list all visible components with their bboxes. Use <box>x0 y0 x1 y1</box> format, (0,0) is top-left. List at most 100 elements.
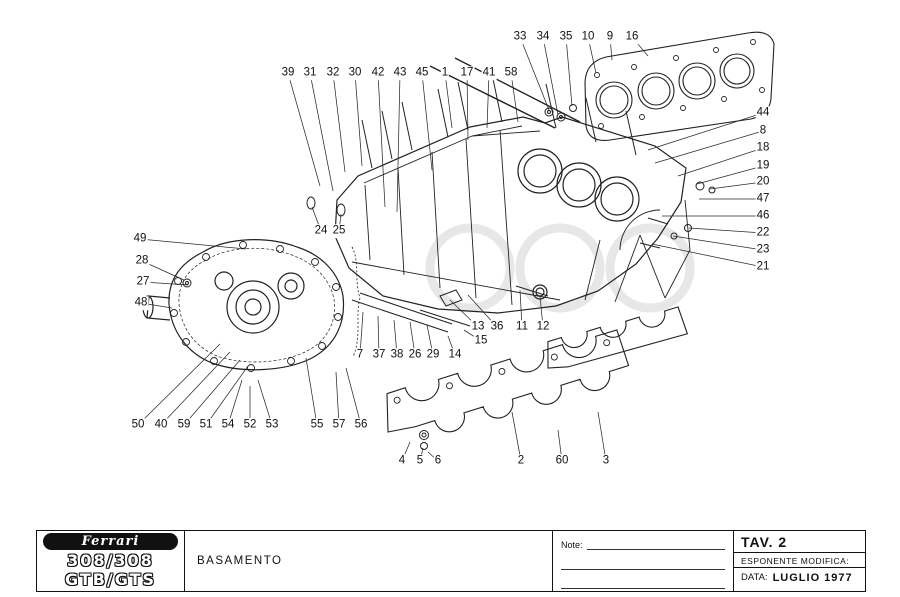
leader-line-42 <box>377 72 386 208</box>
leader-line-58 <box>510 72 519 123</box>
callout-36: 36 <box>489 320 505 334</box>
callout-14: 14 <box>447 348 463 362</box>
callout-19: 19 <box>755 159 771 173</box>
leader-line-22 <box>688 227 764 234</box>
leader-line-49 <box>139 238 247 250</box>
callout-12: 12 <box>535 320 551 334</box>
callout-44: 44 <box>755 106 771 120</box>
callout-51: 51 <box>198 418 214 432</box>
callout-47: 47 <box>755 192 771 206</box>
head-gasket-drawing <box>584 31 775 141</box>
callout-31: 31 <box>302 66 318 80</box>
callout-18: 18 <box>755 141 771 155</box>
crankcase-drawing <box>334 116 691 314</box>
leader-line-50 <box>137 343 221 426</box>
leader-line-56 <box>345 367 362 426</box>
callout-3: 3 <box>601 454 611 468</box>
callout-58: 58 <box>503 66 519 80</box>
leader-line-34 <box>542 36 559 116</box>
date-row: DATA: LUGLIO 1977 <box>734 568 865 591</box>
leader-line-27 <box>142 281 189 286</box>
callout-17: 17 <box>459 66 475 80</box>
studs-drawing <box>361 57 637 169</box>
leader-line-57 <box>335 371 340 426</box>
callout-11: 11 <box>515 320 529 334</box>
note-rule-line <box>561 555 725 570</box>
model-numbers: 308/308 <box>67 550 154 570</box>
leader-line-2 <box>511 411 522 462</box>
callout-29: 29 <box>425 348 441 362</box>
callout-40: 40 <box>153 418 169 432</box>
leader-line-19 <box>696 165 764 185</box>
callout-46: 46 <box>755 209 771 223</box>
ferrari-logo: Ferrari 308/308 GTB/GTS <box>37 531 185 591</box>
leader-line-32 <box>332 72 346 173</box>
callout-33: 33 <box>512 30 528 44</box>
callout-34: 34 <box>535 30 551 44</box>
callout-28: 28 <box>134 254 150 268</box>
callout-24: 24 <box>313 224 329 238</box>
note-cell: Note: <box>553 531 734 591</box>
callout-6: 6 <box>433 454 443 468</box>
part-name: BASAMENTO <box>197 555 283 567</box>
front-cover-drawing <box>142 239 361 372</box>
leader-line-59 <box>183 359 241 426</box>
leader-line-44 <box>647 112 764 151</box>
callout-16: 16 <box>624 30 640 44</box>
callout-27: 27 <box>135 275 151 289</box>
tav-cell: TAV. 2 ESPONENTE MODIFICA: DATA: LUGLIO … <box>734 531 865 591</box>
callout-23: 23 <box>755 243 771 257</box>
note-rule-line <box>586 549 725 550</box>
callout-55: 55 <box>309 418 325 432</box>
title-block: Ferrari 308/308 GTB/GTS BASAMENTO Note: … <box>36 530 866 592</box>
small-parts-drawing <box>182 104 716 450</box>
callout-30: 30 <box>347 66 363 80</box>
model-variants: GTB/GTS <box>64 570 157 589</box>
leader-line-30 <box>354 72 363 167</box>
leader-line-54 <box>227 379 243 426</box>
callout-32: 32 <box>325 66 341 80</box>
callout-4: 4 <box>397 454 407 468</box>
callout-42: 42 <box>370 66 386 80</box>
callout-45: 45 <box>414 66 430 80</box>
callout-37: 37 <box>371 348 387 362</box>
ferrari-brand-text: Ferrari <box>43 533 178 550</box>
note-rule-line <box>561 574 725 589</box>
leader-line-31 <box>309 72 334 192</box>
callout-10: 10 <box>580 30 596 44</box>
callout-41: 41 <box>481 66 497 80</box>
callout-13: 13 <box>470 320 486 334</box>
leader-line-17 <box>466 72 469 141</box>
callout-53: 53 <box>264 418 280 432</box>
bearing-caps-drawing <box>386 306 689 433</box>
callout-60: 60 <box>554 454 570 468</box>
leader-line-21 <box>651 243 764 268</box>
callout-7: 7 <box>355 348 365 362</box>
leader-line-3 <box>597 411 607 462</box>
callout-56: 56 <box>353 418 369 432</box>
callout-22: 22 <box>755 226 771 240</box>
leader-line-8 <box>654 130 764 164</box>
callout-39: 39 <box>280 66 296 80</box>
callout-15: 15 <box>473 334 489 348</box>
callout-9: 9 <box>605 30 615 44</box>
leader-line-53 <box>257 379 273 426</box>
callout-52: 52 <box>242 418 258 432</box>
callout-20: 20 <box>755 175 771 189</box>
leader-line-35 <box>565 36 573 107</box>
callout-21: 21 <box>755 260 771 274</box>
callout-8: 8 <box>758 124 768 138</box>
callout-25: 25 <box>331 224 347 238</box>
leader-line-43 <box>396 72 401 213</box>
callout-59: 59 <box>176 418 192 432</box>
callout-49: 49 <box>132 232 148 246</box>
leader-line-7 <box>359 311 364 356</box>
leader-line-51 <box>205 365 249 426</box>
callout-43: 43 <box>392 66 408 80</box>
date-value: LUGLIO 1977 <box>772 572 853 584</box>
callout-38: 38 <box>389 348 405 362</box>
callout-2: 2 <box>516 454 526 468</box>
callout-50: 50 <box>130 418 146 432</box>
leader-line-41 <box>486 72 490 129</box>
leader-line-23 <box>672 235 764 251</box>
